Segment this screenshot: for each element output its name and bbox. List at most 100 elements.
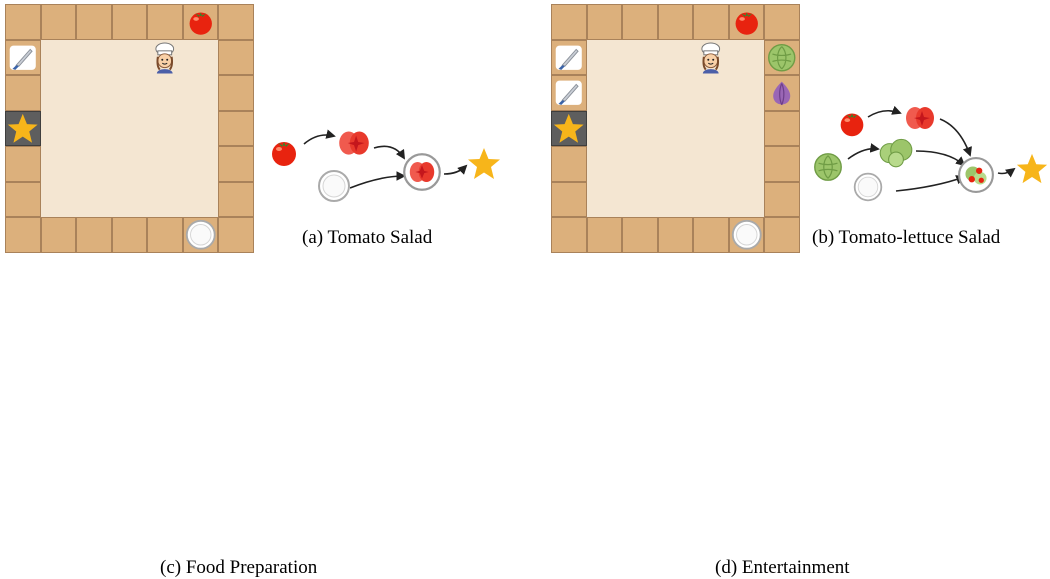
floor-tile (587, 182, 623, 218)
counter-tile (551, 217, 587, 253)
tomato-station (183, 4, 219, 40)
floor-tile (76, 75, 112, 111)
arrow (868, 111, 900, 117)
counter-tile (218, 217, 254, 253)
floor-tile (693, 40, 729, 76)
floor-tile (622, 75, 658, 111)
counter-tile (5, 182, 41, 218)
counter-tile (5, 4, 41, 40)
floor-tile (658, 111, 694, 147)
chopped-tomato-icon (339, 131, 369, 154)
floor-tile (41, 182, 77, 218)
floor-tile (658, 146, 694, 182)
chopped-tomato-icon (906, 107, 934, 129)
recipe-diagram-a (262, 118, 502, 208)
counter-tile (551, 182, 587, 218)
arrow (350, 176, 404, 188)
floor-tile (587, 40, 623, 76)
star-icon (468, 148, 500, 179)
counter-tile (764, 111, 800, 147)
counter-tile (587, 4, 623, 40)
floor-tile (622, 40, 658, 76)
floor-tile (41, 111, 77, 147)
floor-tile (729, 146, 765, 182)
counter-tile (218, 111, 254, 147)
counter-tile (693, 217, 729, 253)
counter-tile (5, 146, 41, 182)
floor-tile (693, 182, 729, 218)
knife-station (551, 40, 587, 76)
arrow (374, 146, 404, 158)
floor-tile (112, 146, 148, 182)
counter-tile (218, 75, 254, 111)
floor-tile (76, 146, 112, 182)
floor-tile (76, 111, 112, 147)
floor-tile (729, 182, 765, 218)
counter-tile (76, 4, 112, 40)
lettuce-icon (815, 154, 841, 180)
floor-tile (183, 182, 219, 218)
caption-b: (b) Tomato-lettuce Salad (812, 227, 1000, 249)
counter-tile (764, 146, 800, 182)
floor-tile (587, 75, 623, 111)
counter-tile (658, 217, 694, 253)
counter-tile (764, 4, 800, 40)
onion-station (764, 75, 800, 111)
caption-d: (d) Entertainment (715, 557, 850, 579)
floor-tile (147, 182, 183, 218)
counter-tile (693, 4, 729, 40)
arrow (848, 149, 878, 159)
floor-tile (729, 75, 765, 111)
floor-tile (693, 146, 729, 182)
counter-tile (41, 4, 77, 40)
floor-tile (147, 75, 183, 111)
floor-tile (587, 146, 623, 182)
counter-tile (76, 217, 112, 253)
counter-tile (5, 217, 41, 253)
floor-tile (147, 146, 183, 182)
floor-tile (183, 111, 219, 147)
arrow (940, 119, 970, 155)
floor-tile (729, 40, 765, 76)
counter-tile (218, 4, 254, 40)
knife-station (551, 75, 587, 111)
chopped-lettuce-icon (880, 139, 912, 166)
counter-tile (218, 146, 254, 182)
counter-tile (622, 217, 658, 253)
floor-tile (587, 111, 623, 147)
counter-tile (658, 4, 694, 40)
knife-station (5, 40, 41, 76)
tomato-icon (841, 114, 864, 137)
floor-tile (693, 75, 729, 111)
floor-tile (658, 40, 694, 76)
counter-tile (5, 75, 41, 111)
floor-tile (622, 146, 658, 182)
floor-tile (693, 111, 729, 147)
floor-tile (147, 111, 183, 147)
serving-station (551, 111, 587, 147)
counter-tile (112, 217, 148, 253)
caption-a: (a) Tomato Salad (302, 227, 432, 249)
floor-tile (76, 182, 112, 218)
counter-tile (764, 217, 800, 253)
caption-c: (c) Food Preparation (160, 557, 317, 579)
tomato-station (729, 4, 765, 40)
arrow (896, 177, 964, 191)
floor-tile (76, 40, 112, 76)
floor-tile (41, 75, 77, 111)
counter-tile (764, 182, 800, 218)
counter-tile (112, 4, 148, 40)
plate-icon (319, 171, 349, 201)
plate-icon (855, 174, 882, 201)
serving-station (5, 111, 41, 147)
floor-tile (658, 182, 694, 218)
kitchen-grid-a (5, 4, 254, 253)
floor-tile (112, 75, 148, 111)
counter-tile (147, 217, 183, 253)
counter-tile (147, 4, 183, 40)
floor-tile (112, 40, 148, 76)
arrow (304, 135, 334, 144)
plate-station (183, 217, 219, 253)
plate-station (729, 217, 765, 253)
salad-plate-icon (959, 158, 993, 192)
